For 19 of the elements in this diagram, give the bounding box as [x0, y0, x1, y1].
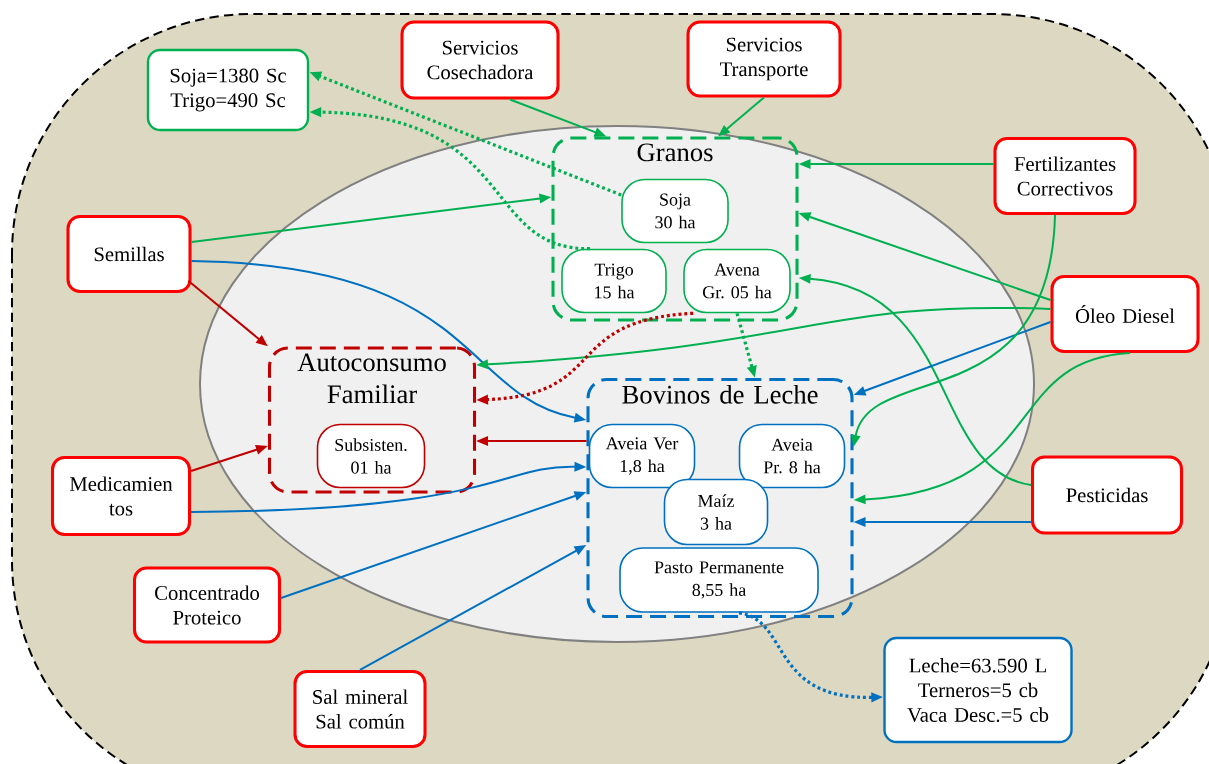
crop-box: Avena Gr. 05 ha	[683, 248, 791, 314]
input-box: Medicamien tos	[50, 455, 192, 537]
input-box: Semillas	[66, 214, 192, 294]
input-box: Concentrado Proteico	[132, 566, 282, 644]
input-box: Fertilizantes Correctivos	[993, 136, 1137, 216]
input-box: Óleo Diesel	[1050, 274, 1200, 354]
crop-box: Maíz 3 ha	[663, 478, 769, 546]
input-box: Pesticidas	[1030, 455, 1184, 535]
crop-box: Pasto Permanente 8,55 ha	[619, 547, 819, 613]
output-box: Soja=1380 Sc Trigo=490 Sc	[146, 48, 310, 132]
crop-box: Soja 30 ha	[621, 178, 729, 244]
output-box: Leche=63.590 L Terneros=5 cb Vaca Desc.=5 cb	[883, 636, 1073, 744]
crop-box: Aveia Pr. 8 ha	[738, 423, 846, 489]
input-box: Servicios Transporte	[686, 20, 842, 98]
crop-box: Subsisten. 01 ha	[316, 423, 426, 489]
input-box: Sal mineral Sal común	[293, 669, 427, 749]
crop-box: Trigo 15 ha	[561, 248, 667, 314]
crop-box: Aveia Ver 1,8 ha	[588, 423, 696, 489]
input-box: Servicios Cosechadora	[400, 20, 560, 100]
